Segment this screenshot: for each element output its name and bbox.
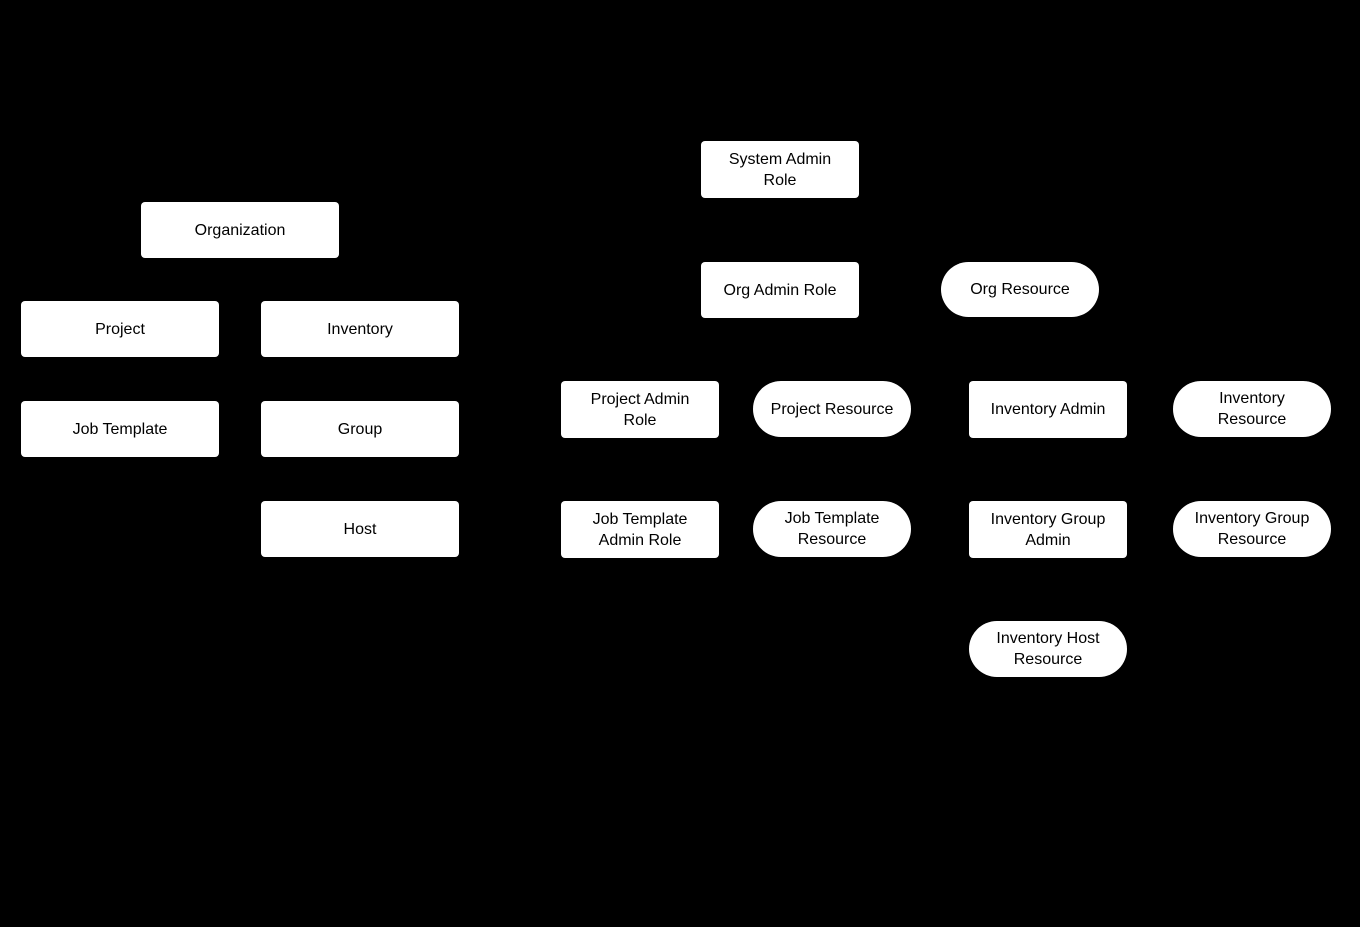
node-inventory-group-admin-label: Inventory Group Admin [990,510,1106,549]
node-inventory-label: Inventory [327,320,393,338]
node-project-resource: Project Resource [753,381,911,437]
node-group-label: Group [337,420,383,438]
node-project-resource-label: Project Resource [770,400,894,418]
node-org-admin-role: Org Admin Role [701,262,859,318]
node-inventory: Inventory [261,301,459,357]
node-project: Project [21,301,219,357]
node-project-admin-role-label: Project Admin Role [590,390,690,429]
node-inventory-group-resource: Inventory Group Resource [1173,501,1331,557]
node-inventory-host-resource: Inventory Host Resource [969,621,1127,677]
node-system-admin-role: System Admin Role [701,141,859,198]
node-organization: Organization [141,202,339,258]
node-inventory-group-resource-label: Inventory Group Resource [1194,510,1310,548]
node-inventory-group-admin: Inventory Group Admin [969,501,1127,558]
node-org-resource: Org Resource [941,262,1099,317]
node-project-admin-role: Project Admin Role [561,381,719,438]
node-inventory-host-resource-label: Inventory Host Resource [996,630,1100,668]
node-inventory-admin: Inventory Admin [969,381,1127,438]
node-org-admin-role-label: Org Admin Role [723,281,837,299]
node-organization-label: Organization [194,221,286,239]
node-org-resource-label: Org Resource [970,281,1070,298]
node-inventory-resource: Inventory Resource [1173,381,1331,437]
node-host-label: Host [343,520,377,538]
node-job-template-admin-role: Job Template Admin Role [561,501,719,558]
node-system-admin-role-label: System Admin Role [728,150,832,189]
node-project-label: Project [95,320,145,338]
node-group: Group [261,401,459,457]
node-job-template-resource-label: Job Template Resource [784,510,880,548]
node-inventory-admin-label: Inventory Admin [990,401,1106,418]
node-host: Host [261,501,459,557]
node-inventory-resource-label: Inventory Resource [1217,390,1287,428]
node-job-template-resource: Job Template Resource [753,501,911,557]
node-job-template-admin-role-label: Job Template Admin Role [592,510,688,549]
node-job-template: Job Template [21,401,219,457]
node-job-template-label: Job Template [72,420,168,438]
